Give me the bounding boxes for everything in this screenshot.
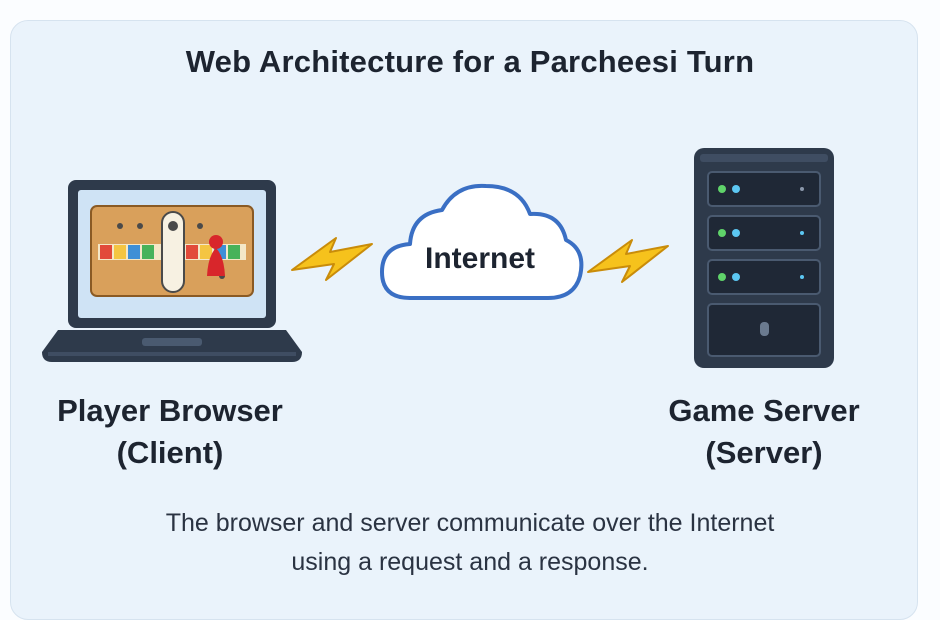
parcheesi-board-icon [90, 205, 254, 297]
server-unit [707, 259, 821, 295]
diagram-title: Web Architecture for a Parcheesi Turn [185, 44, 755, 79]
server-name: Game Server [668, 393, 860, 428]
server-unit [707, 215, 821, 251]
internet-label: Internet [425, 242, 535, 275]
caption-line-1: The browser and server communicate over … [165, 509, 775, 537]
server-role: (Server) [705, 435, 823, 470]
server-rack-icon [694, 148, 834, 368]
client-role: (Client) [116, 435, 224, 470]
server-label: Game Server (Server) [614, 390, 914, 474]
lightning-bolt-icon [587, 239, 669, 283]
client-name: Player Browser [57, 393, 283, 428]
lightning-bolt-icon [291, 237, 373, 281]
laptop-icon [42, 180, 302, 362]
server-drive-bay [707, 303, 821, 357]
server-unit [707, 171, 821, 207]
cloud-icon: Internet [380, 183, 584, 300]
architecture-illustration: Internet [42, 148, 834, 368]
client-label: Player Browser (Client) [20, 390, 320, 474]
caption-line-2: using a request and a response. [291, 548, 649, 576]
